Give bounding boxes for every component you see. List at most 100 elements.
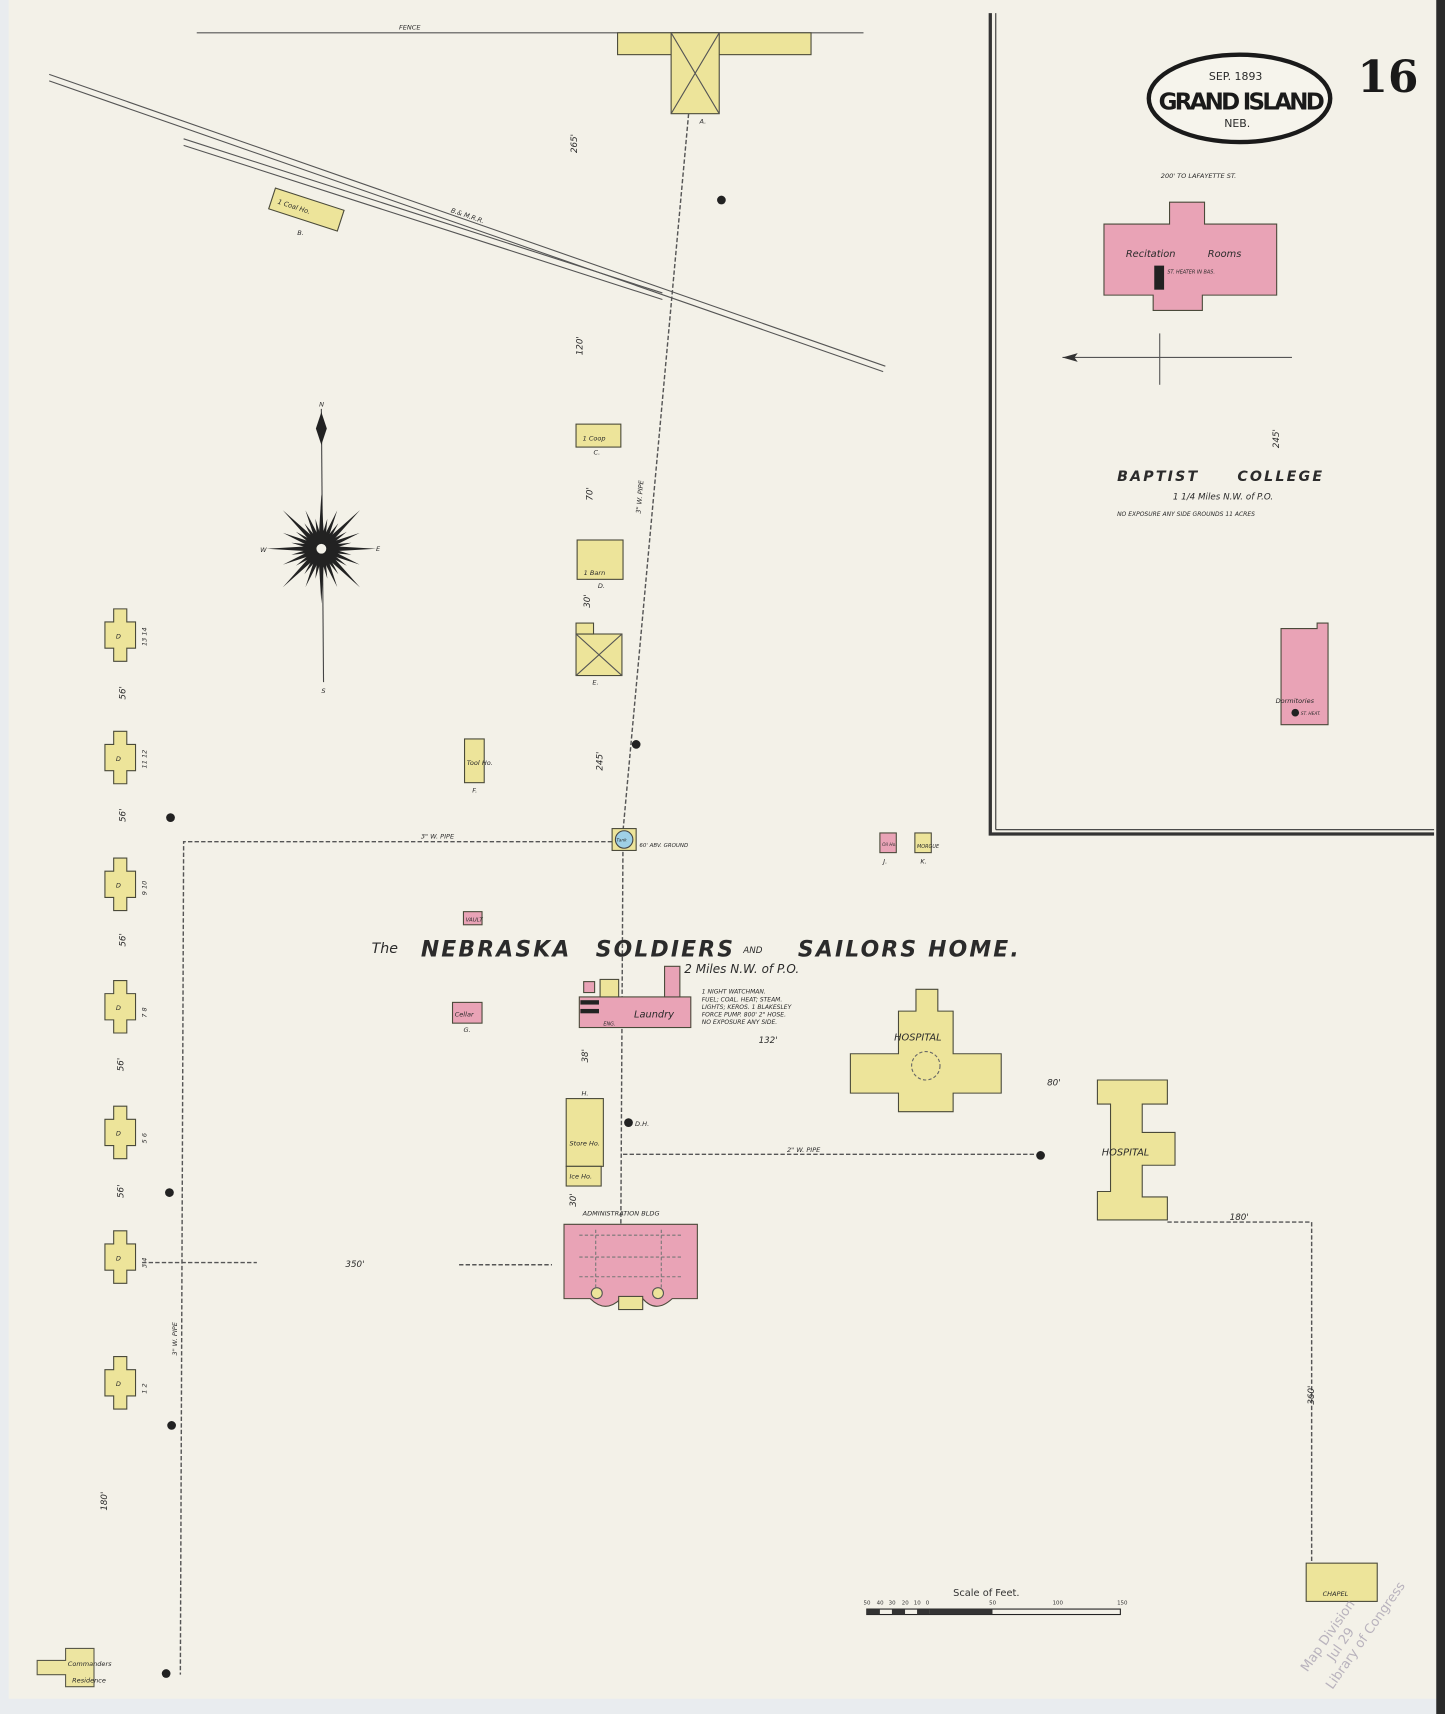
commanders-residence-label: Commanders xyxy=(68,1660,112,1668)
lafayette-note: 200' TO LAFAYETTE ST. xyxy=(1161,172,1236,180)
commanders-residence xyxy=(36,1647,95,1688)
cottage-label: D xyxy=(116,1004,121,1012)
recitation-rooms xyxy=(1103,201,1278,311)
note-line: NO EXPOSURE ANY SIDE. xyxy=(702,1019,778,1026)
inset-border xyxy=(988,13,1435,836)
rooms-label: Rooms xyxy=(1208,249,1242,260)
dormitories-label: Dormitories xyxy=(1276,697,1315,705)
cottage-number: 11 12 xyxy=(140,750,148,769)
building-e-letter: E. xyxy=(592,678,598,686)
dimension: 265' xyxy=(570,134,580,153)
cottage-label: D xyxy=(116,1130,121,1138)
morgue-label: MORGUE xyxy=(917,844,940,850)
title-distance: 2 Miles N.W. of P.O. xyxy=(684,962,799,976)
hydrant-dot xyxy=(624,1118,633,1127)
building-a-letter: A. xyxy=(699,118,707,126)
compass-ray xyxy=(282,532,323,552)
sheet-state: NEB. xyxy=(1224,117,1250,130)
hospital-2-label: HOSPITAL xyxy=(1102,1147,1149,1158)
arrow-head-icon xyxy=(1062,353,1078,362)
admin-label: ADMINISTRATION BLDG xyxy=(582,1210,660,1218)
cottage: D 7 8 xyxy=(104,979,148,1034)
sheet-city: GRAND ISLAND xyxy=(1159,89,1325,115)
note-line: FUEL; COAL. HEAT; STEAM. xyxy=(702,996,783,1003)
baptist-distance: 1 1/4 Miles N.W. of P.O. xyxy=(1173,493,1273,503)
dimension: 180' xyxy=(1230,1213,1249,1223)
sheet-date: SEP. 1893 xyxy=(1209,70,1263,83)
water-pipe-west xyxy=(179,840,613,1675)
scale-segment xyxy=(917,1609,930,1615)
scale-tick-label: 20 xyxy=(902,1601,909,1607)
dimension: 132' xyxy=(759,1036,778,1046)
pipe-label: 3" W. PIPE xyxy=(635,479,646,514)
cellar xyxy=(451,1001,483,1024)
administration-building xyxy=(563,1223,698,1307)
compass-e: E xyxy=(376,545,381,553)
dimension: 360' xyxy=(1307,1386,1317,1405)
cottage: D 5 6 xyxy=(104,1105,148,1160)
cellar-label: Cellar xyxy=(455,1011,475,1019)
dormitories xyxy=(1280,622,1329,726)
compass-rose: N S E W xyxy=(260,401,381,695)
cottage-number: 7 8 xyxy=(140,1007,148,1017)
fence-label: FENCE xyxy=(399,24,421,32)
morgue-letter: K. xyxy=(920,858,926,866)
compass-ray xyxy=(282,546,324,588)
baptist-note: NO EXPOSURE ANY SIDE GROUNDS 11 ACRES xyxy=(1117,511,1255,518)
dimension: 245' xyxy=(595,752,605,771)
ice-house-label: Ice Ho. xyxy=(569,1172,592,1180)
scale-segment xyxy=(929,1609,993,1615)
tank-note: 60' ABV. GROUND xyxy=(639,843,688,849)
coal-house xyxy=(268,187,345,232)
laundry-annex xyxy=(599,978,620,998)
hospital-2 xyxy=(1096,1079,1176,1221)
dimension: 245' xyxy=(1272,429,1282,448)
title-nebraska: NEBRASKA xyxy=(421,937,572,962)
dimension: 70' xyxy=(585,487,595,501)
dimension: 180' xyxy=(100,1492,110,1511)
boiler xyxy=(580,1008,599,1014)
dimensions: 265' 120' 70' 30' 245' 38' 30' 350' 180'… xyxy=(100,134,1317,1511)
dimension: 30' xyxy=(569,1193,579,1207)
sheet-cartouche xyxy=(1146,52,1333,145)
oil-house xyxy=(879,832,897,854)
hydrant-dot xyxy=(717,195,726,205)
dimension: 80' xyxy=(1047,1078,1061,1088)
paper-edge xyxy=(1436,0,1445,1714)
laundry-wc xyxy=(664,965,681,998)
compass-n: N xyxy=(319,401,324,409)
cottage-number: 13 14 xyxy=(140,627,148,646)
store-house-label: Store Ho. xyxy=(569,1140,600,1148)
hospital-1-label: HOSPITAL xyxy=(894,1033,941,1044)
laundry-chimney xyxy=(583,981,596,994)
note-line: LIGHTS; KEROS. 1 BLAKESLEY xyxy=(702,1004,793,1011)
coop-letter: C. xyxy=(594,449,601,457)
railroad-track xyxy=(49,73,886,367)
cellar-letter: G. xyxy=(463,1026,470,1034)
hydrant-dot xyxy=(165,1188,174,1197)
title-soldiers: SOLDIERS xyxy=(596,937,736,962)
compass-center xyxy=(315,542,328,555)
dorm-heat-label: ST. HEAT. xyxy=(1301,711,1321,717)
cottage-number: 5 6 xyxy=(140,1133,148,1143)
boiler xyxy=(580,1000,599,1005)
cottage-number: 1 2 xyxy=(140,1383,148,1393)
title-the: The xyxy=(372,941,399,957)
scale-title: Scale of Feet. xyxy=(953,1588,1019,1599)
scale-tick-label: 50 xyxy=(864,1601,871,1607)
compass-ray xyxy=(319,510,360,552)
dimension: 350' xyxy=(345,1260,364,1270)
dimension: 56' xyxy=(119,686,129,700)
note-line: 1 NIGHT WATCHMAN. xyxy=(702,989,766,996)
dimension: 56' xyxy=(119,809,129,823)
admin-tower xyxy=(590,1287,603,1300)
dimension: 30' xyxy=(583,594,593,608)
oil-house-letter: J. xyxy=(881,858,887,866)
